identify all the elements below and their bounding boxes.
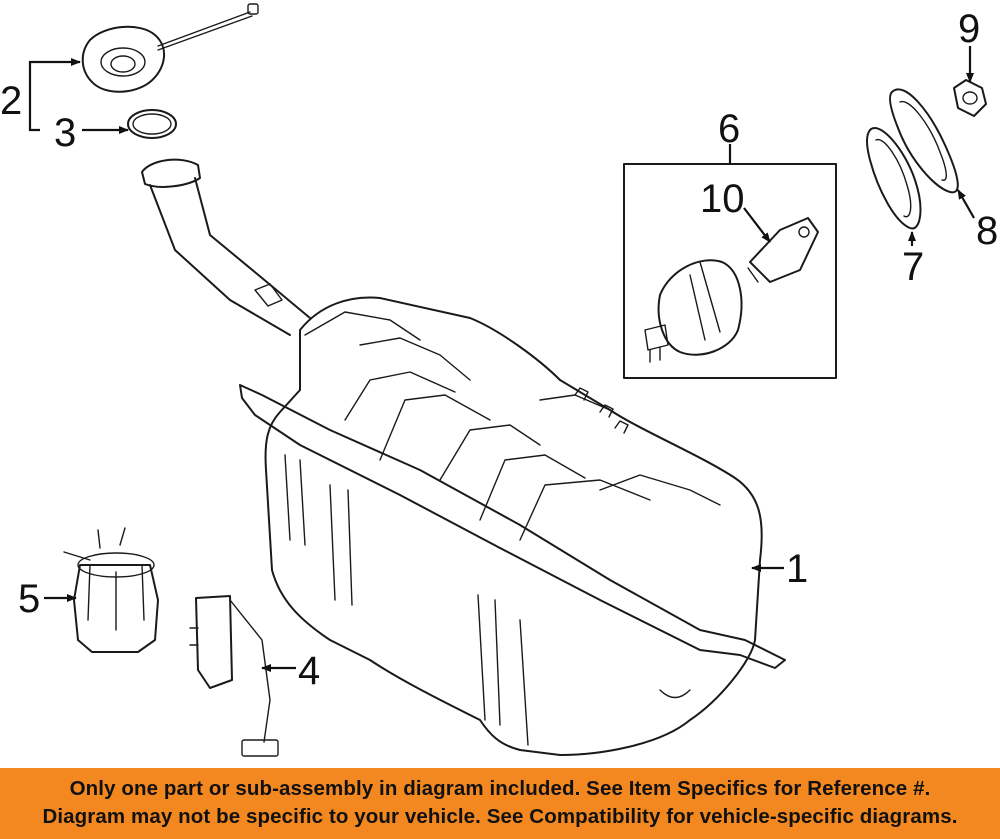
gasket-ring-part: [127, 109, 177, 139]
callout-10: 10: [700, 177, 745, 221]
callout-9: 9: [958, 7, 980, 51]
callout-3: 3: [54, 111, 76, 155]
disclaimer-line-1: Only one part or sub-assembly in diagram…: [69, 776, 931, 800]
seal-ring-part-8: [889, 88, 959, 194]
fuel-level-sensor-part: [189, 595, 279, 757]
filler-neck-pipe: [141, 158, 311, 336]
callout-8: 8: [976, 209, 998, 253]
fuel-tank-exploded-diagram: 1 2 3 4 5 6 7 8 9 10: [0, 3, 998, 757]
callout-4: 4: [298, 649, 320, 693]
callout-2: 2: [0, 79, 22, 123]
callout-5: 5: [18, 577, 40, 621]
disclaimer-line-2: Diagram may not be specific to your vehi…: [42, 804, 958, 828]
vent-valve-sensor-part: [747, 217, 819, 283]
seal-ring-part-7: [866, 127, 922, 230]
callout-1: 1: [786, 547, 808, 591]
callout-leaders: [28, 46, 975, 672]
callout-7: 7: [902, 245, 924, 289]
disclaimer-banner: Only one part or sub-assembly in diagram…: [0, 768, 1000, 839]
fuel-tank-part: [239, 296, 786, 756]
fuel-pump-module-part: [63, 527, 159, 653]
fuel-cap-part: [81, 3, 259, 93]
lock-nut-part: [953, 79, 987, 117]
callout-6: 6: [718, 107, 740, 151]
